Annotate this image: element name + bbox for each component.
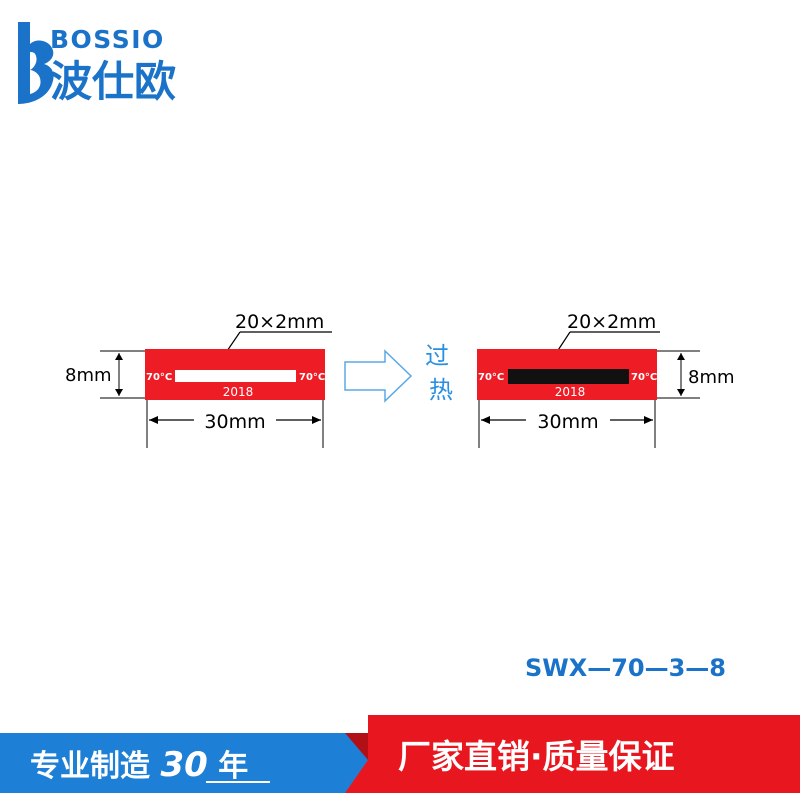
temp-label-right-after: 70°C xyxy=(631,372,657,383)
banner-right-text: 厂家直销·质量保证 xyxy=(398,737,675,776)
label-after: 20×2mm 70°C 70°C 2018 8mm 30mm xyxy=(477,311,735,448)
banner-left-text: 专业制造 30 年 xyxy=(30,745,248,785)
label-before: 20×2mm 70°C 70°C 2018 8mm 30mm xyxy=(65,311,332,448)
indicator-window-black xyxy=(508,369,629,384)
dim-height-label: 8mm xyxy=(65,365,112,386)
dim-size-label: 20×2mm xyxy=(235,311,324,333)
brand-logo: BOSSIO 波仕欧 xyxy=(18,22,176,106)
dim-height-label-after: 8mm xyxy=(688,367,735,388)
right-arrow-icon xyxy=(344,349,413,403)
model-code: SWX—70—3—8 xyxy=(525,654,726,682)
banner-suffix: 年 xyxy=(218,749,248,784)
brand-name-en: BOSSIO xyxy=(50,25,165,54)
banner-number: 30 xyxy=(160,745,207,785)
banner-prefix: 专业制造 xyxy=(30,749,150,784)
dim-width-label-after: 30mm xyxy=(537,411,598,433)
transition-char-1: 过 xyxy=(425,342,449,370)
indicator-window-white xyxy=(175,370,296,382)
transition-char-2: 热 xyxy=(429,376,453,404)
dim-width-label: 30mm xyxy=(204,411,265,433)
temp-label-left: 70°C xyxy=(146,372,172,383)
temp-label-left-after: 70°C xyxy=(478,372,504,383)
banner-fold-shadow xyxy=(345,733,368,760)
transition-text: 过 热 xyxy=(425,342,457,404)
brand-name-cn: 波仕欧 xyxy=(50,57,176,106)
temp-label-right: 70°C xyxy=(299,372,325,383)
dim-size-label-after: 20×2mm xyxy=(567,311,656,333)
year-label: 2018 xyxy=(223,385,254,399)
bottom-banner: 专业制造 30 年 厂家直销·质量保证 xyxy=(0,715,800,793)
logo-mark-icon xyxy=(18,22,54,104)
banner-right-bg xyxy=(345,715,800,793)
transition-arrow: 过 热 xyxy=(344,342,457,404)
year-label-after: 2018 xyxy=(555,385,586,399)
